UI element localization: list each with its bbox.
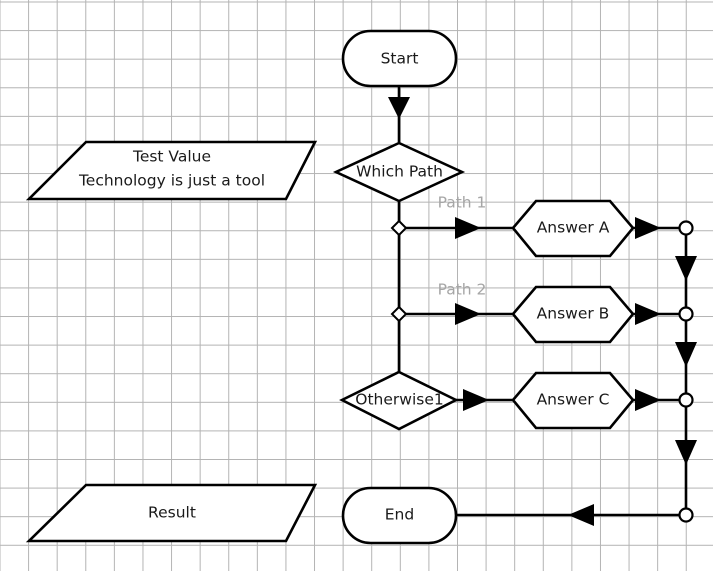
- node-test-value[interactable]: Test Value Technology is just a tool: [25, 140, 318, 201]
- junction-diamond-path1[interactable]: [390, 219, 408, 237]
- connector-right-rail: [675, 228, 697, 515]
- node-answer-a-label: Answer A: [537, 219, 610, 237]
- node-answer-b[interactable]: Answer B: [511, 285, 635, 344]
- connector-start-to-decision: [388, 86, 410, 142]
- junction-circle-bottom[interactable]: [678, 507, 694, 523]
- connector-answer-a-to-rail: [633, 217, 686, 239]
- junction-circle-answer-c[interactable]: [678, 392, 694, 408]
- junction-circle-answer-b[interactable]: [678, 306, 694, 322]
- node-end[interactable]: End: [341, 486, 458, 545]
- node-start-label: Start: [381, 50, 419, 68]
- node-result[interactable]: Result: [25, 483, 318, 543]
- connector-path2-to-answer-b: [399, 303, 514, 325]
- node-otherwise-label: Otherwise1: [355, 391, 443, 409]
- node-start[interactable]: Start: [341, 29, 458, 88]
- node-otherwise[interactable]: Otherwise1: [339, 370, 459, 431]
- node-test-value-label-line2: Technology is just a tool: [78, 172, 265, 190]
- node-which-path-label: Which Path: [356, 163, 443, 181]
- edge-label-path2: Path 2: [438, 281, 487, 299]
- node-answer-b-label: Answer B: [537, 305, 610, 323]
- connector-answer-c-to-rail: [633, 389, 686, 411]
- node-answer-c[interactable]: Answer C: [511, 371, 635, 430]
- node-result-label: Result: [148, 504, 196, 522]
- edge-label-path1: Path 1: [438, 194, 487, 212]
- node-end-label: End: [385, 506, 414, 524]
- connector-answer-b-to-rail: [633, 303, 686, 325]
- junction-diamond-path2[interactable]: [390, 305, 408, 323]
- connector-otherwise-to-answer-c: [456, 389, 514, 411]
- node-answer-a[interactable]: Answer A: [511, 199, 635, 258]
- node-which-path[interactable]: Which Path: [332, 141, 466, 203]
- node-answer-c-label: Answer C: [537, 391, 610, 409]
- connector-rail-to-end: [456, 504, 686, 526]
- node-test-value-label-line1: Test Value: [132, 148, 211, 166]
- connector-path1-to-answer-a: [399, 217, 514, 239]
- junction-circle-answer-a[interactable]: [678, 220, 694, 236]
